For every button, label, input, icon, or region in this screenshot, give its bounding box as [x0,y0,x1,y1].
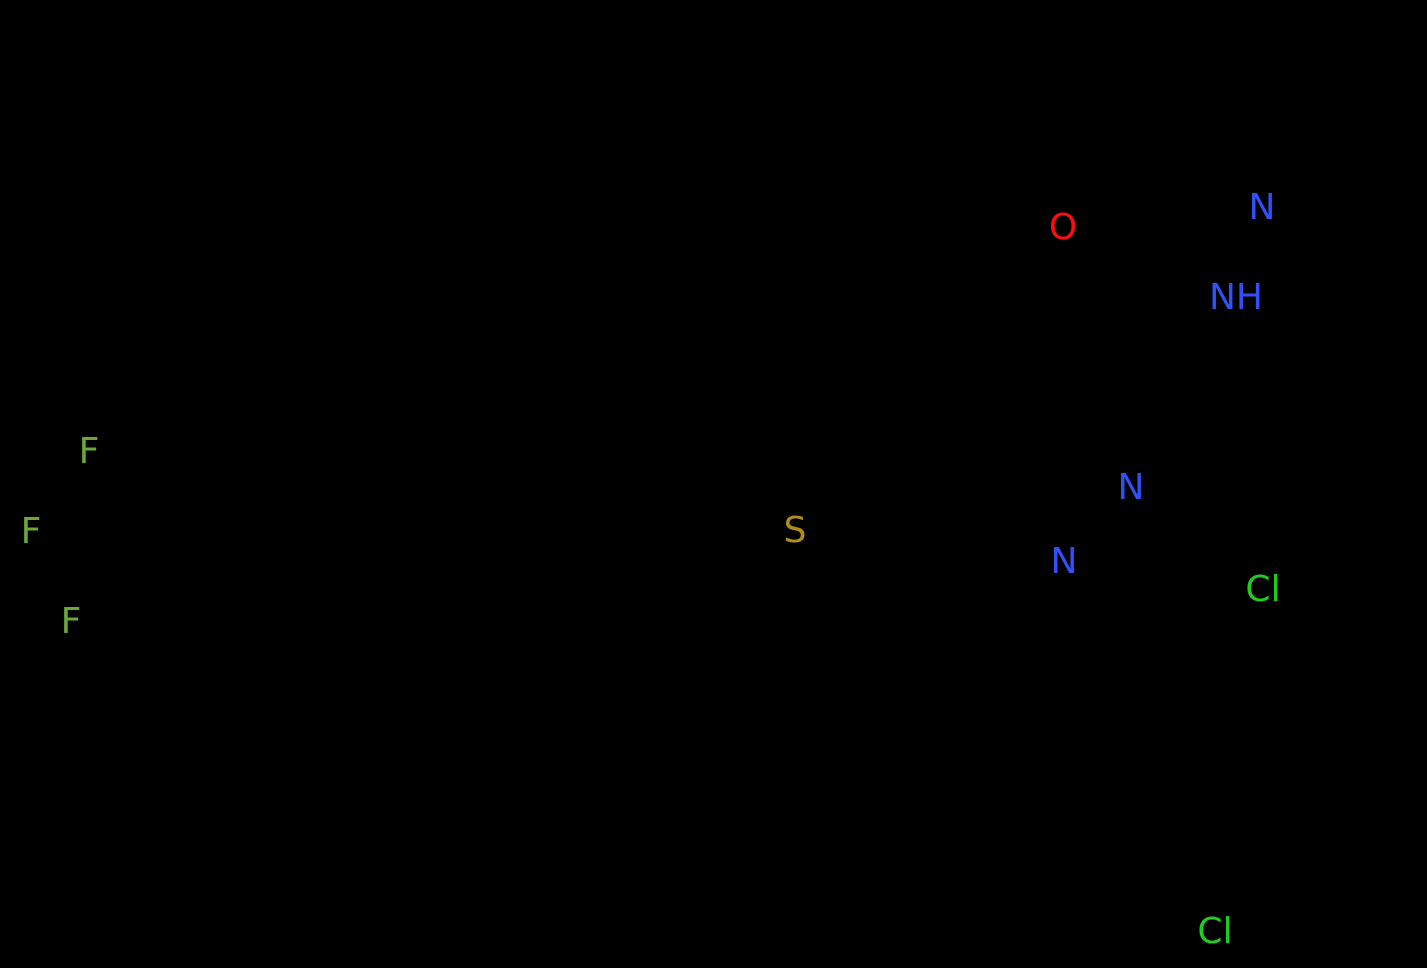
atom-fluorine-2: F [20,511,42,552]
atom-nitrogen-3: N [1050,541,1078,582]
atom-nitrogen-1: N [1248,187,1276,228]
atom-oxygen: O [1048,207,1078,248]
atom-nh: NH [1209,277,1263,318]
atom-fluorine-1: F [78,431,100,472]
atom-chlorine-1: Cl [1245,569,1281,610]
atom-sulfur: S [783,510,807,551]
atom-nitrogen-2: N [1117,467,1145,508]
atom-fluorine-3: F [60,601,82,642]
atom-chlorine-2: Cl [1197,911,1233,952]
